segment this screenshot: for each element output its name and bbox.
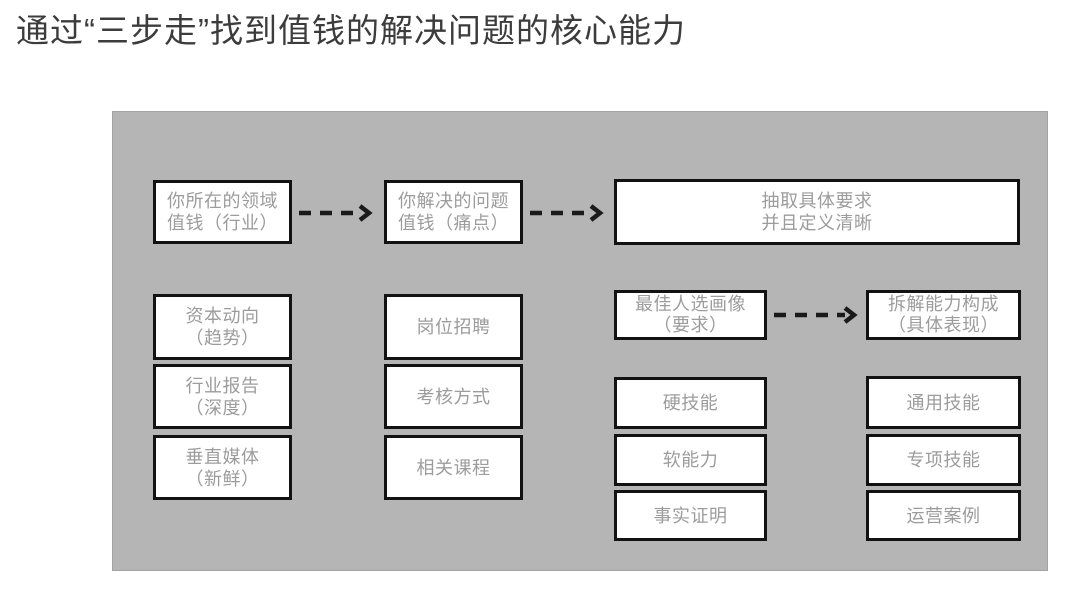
box-media-line2: （新鲜） [185, 468, 260, 489]
box-capital-line2: （趋势） [185, 328, 260, 348]
box-job-posting: 岗位招聘 [384, 294, 523, 360]
box-operation-cases-label: 运营案例 [906, 505, 981, 526]
box-operation-cases: 运营案例 [866, 490, 1021, 541]
box-step1-line2: 值钱（行业） [167, 213, 278, 233]
page-title: 通过“三步走”找到值钱的解决问题的核心能力 [16, 12, 686, 49]
box-best-candidate-profile: 最佳人选画像 （要求） [614, 290, 767, 340]
box-capital-trend: 资本动向 （趋势） [153, 294, 292, 360]
box-decompose-line2: （具体表现） [888, 315, 999, 335]
box-report-line2: （深度） [185, 397, 260, 418]
box-soft-skills-label: 软能力 [662, 450, 719, 470]
box-factual-proof-label: 事实证明 [653, 505, 728, 526]
box-related-courses: 相关课程 [384, 435, 523, 500]
box-profile-line1: 最佳人选画像 [635, 294, 746, 314]
box-hard-skills: 硬技能 [614, 377, 767, 429]
box-decompose-line1: 拆解能力构成 [888, 294, 999, 314]
box-step3-line1: 抽取具体要求 [761, 191, 873, 211]
box-step2-line1: 你解决的问题 [398, 191, 509, 211]
box-capital-line1: 资本动向 [185, 306, 260, 326]
box-step2-problem: 你解决的问题 值钱（痛点） [384, 180, 523, 244]
box-report-line1: 行业报告 [185, 375, 260, 396]
box-step1-domain: 你所在的领域 值钱（行业） [153, 180, 292, 244]
box-factual-proof: 事实证明 [614, 490, 767, 541]
box-courses-label: 相关课程 [416, 457, 491, 478]
box-capability-decompose: 拆解能力构成 （具体表现） [866, 290, 1021, 340]
box-step1-line1: 你所在的领域 [167, 191, 278, 211]
box-soft-skills: 软能力 [614, 434, 767, 486]
dashed-arrow-icon [774, 306, 858, 324]
box-special-skills: 专项技能 [866, 434, 1021, 486]
box-assessment-label: 考核方式 [416, 386, 491, 407]
box-profile-line2: （要求） [653, 315, 728, 335]
box-industry-report: 行业报告 （深度） [153, 364, 292, 429]
dashed-arrow-icon [530, 204, 604, 222]
diagram-panel: 你所在的领域 值钱（行业） 你解决的问题 值钱（痛点） 抽取具体要求 并且定义清… [112, 111, 1048, 571]
box-vertical-media: 垂直媒体 （新鲜） [153, 435, 292, 500]
box-general-skills-label: 通用技能 [906, 392, 981, 413]
box-step3-extract: 抽取具体要求 并且定义清晰 [614, 179, 1020, 245]
box-special-skills-label: 专项技能 [906, 450, 981, 470]
box-media-line1: 垂直媒体 [185, 446, 260, 467]
dashed-arrow-icon [299, 204, 373, 222]
box-step2-line2: 值钱（痛点） [398, 213, 509, 233]
box-hard-skills-label: 硬技能 [662, 393, 719, 413]
box-step3-line2: 并且定义清晰 [761, 213, 873, 233]
box-assessment-method: 考核方式 [384, 364, 523, 429]
box-job-posting-label: 岗位招聘 [416, 317, 491, 337]
box-general-skills: 通用技能 [866, 376, 1021, 429]
